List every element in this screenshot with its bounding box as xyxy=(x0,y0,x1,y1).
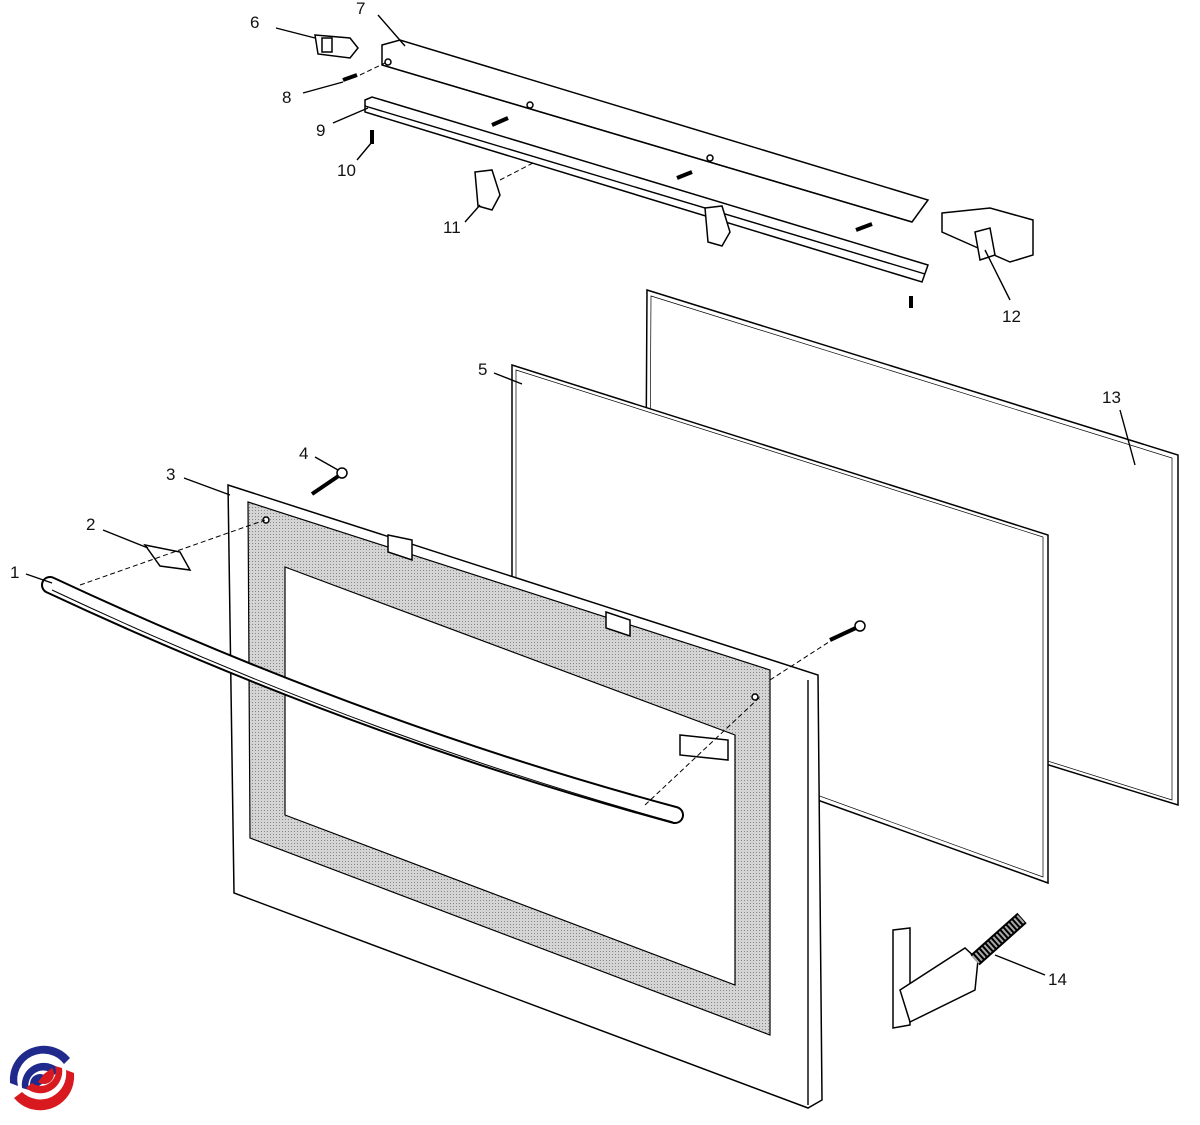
callout-10: 10 xyxy=(337,161,356,180)
handle-end-cap xyxy=(143,543,192,571)
callout-3: 3 xyxy=(166,465,175,484)
callout-9: 9 xyxy=(316,121,325,140)
frame-hole xyxy=(262,516,270,524)
channel-hole xyxy=(384,58,392,66)
channel-hole xyxy=(526,101,534,109)
callout-8: 8 xyxy=(282,88,291,107)
clip-11 xyxy=(474,169,501,211)
clip-11b xyxy=(704,205,731,247)
callout-13: 13 xyxy=(1102,388,1121,407)
callout-2: 2 xyxy=(86,515,95,534)
clip-6 xyxy=(314,34,359,59)
callout-14: 14 xyxy=(1048,970,1067,989)
rail-edge xyxy=(364,105,926,275)
dashed-guide xyxy=(79,519,266,586)
dashed-guide xyxy=(359,62,386,76)
brand-logo xyxy=(9,1045,75,1111)
frame-window xyxy=(284,566,736,986)
dashed-guide xyxy=(499,161,536,181)
clip-12 xyxy=(941,207,1034,263)
leader-lines xyxy=(25,14,1136,976)
dashed-guide xyxy=(644,696,761,806)
dashed-guide xyxy=(769,639,833,681)
channel-hole xyxy=(706,154,714,162)
top-channel xyxy=(381,39,930,223)
callout-1: 1 xyxy=(10,563,19,582)
callout-6: 6 xyxy=(250,13,259,32)
callout-7: 7 xyxy=(356,0,365,18)
handle-mount xyxy=(679,734,729,761)
bracket xyxy=(387,534,413,562)
callout-5: 5 xyxy=(478,360,487,379)
callout-12: 12 xyxy=(1002,307,1021,326)
callout-11: 11 xyxy=(443,218,461,237)
callout-4: 4 xyxy=(299,444,308,463)
bracket xyxy=(605,610,631,638)
frame-hole xyxy=(751,693,759,701)
screws xyxy=(310,73,913,642)
door-hinge xyxy=(892,912,1027,1029)
channel-edge xyxy=(381,64,913,223)
